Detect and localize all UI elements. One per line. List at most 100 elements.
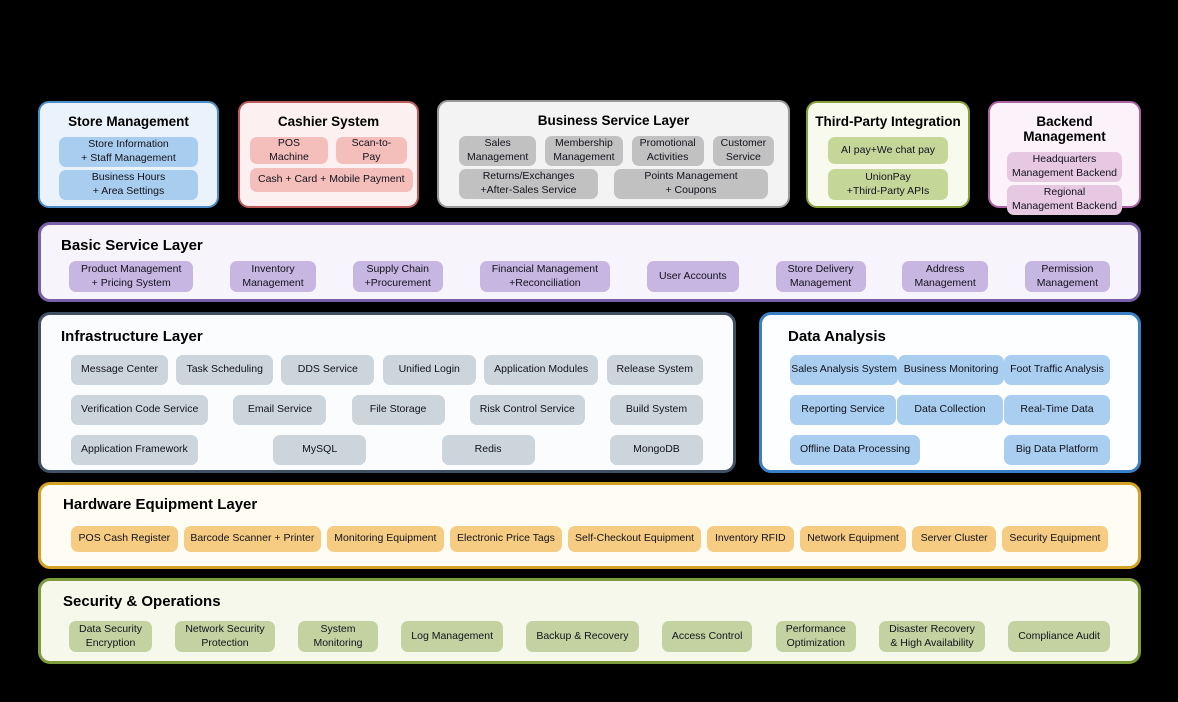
module-chip: Inventory RFID — [706, 526, 794, 552]
module-chip: Sales Management — [459, 136, 537, 166]
module-chip: Performance Optimization — [775, 621, 856, 652]
panel-title: Cashier System — [277, 114, 380, 129]
panel-basic-service-layer: Basic Service Layer Product Management +… — [38, 222, 1141, 302]
panel-hardware-equipment-layer: Hardware Equipment Layer POS Cash Regist… — [38, 482, 1141, 569]
module-chip: Business Monitoring — [898, 355, 1004, 385]
panel-security-operations: Security & Operations Data Security Encr… — [38, 578, 1141, 664]
module-chip: MySQL — [273, 435, 367, 465]
module-chip: Sales Analysis System — [790, 355, 898, 385]
module-chip: Cash + Card + Mobile Payment — [250, 168, 413, 192]
module-chip: Scan-to-Pay — [335, 137, 407, 164]
panel-title: Infrastructure Layer — [61, 328, 203, 345]
module-chip: Message Center — [71, 355, 169, 385]
module-chip: Electronic Price Tags — [449, 526, 563, 552]
module-chip: Headquarters Management Backend — [1007, 152, 1122, 182]
module-chip: Email Service — [233, 395, 327, 425]
module-chip: Security Equipment — [1001, 526, 1108, 552]
module-list: Verification Code Service Email Service Fi… — [71, 395, 703, 425]
module-list: Cash + Card + Mobile Payment — [240, 164, 417, 192]
module-chip: AI pay+We chat pay — [828, 137, 948, 164]
module-chip: Customer Service — [712, 136, 775, 166]
module-chip: Application Framework — [71, 435, 198, 465]
panel-title: Business Service Layer — [537, 113, 690, 128]
module-chip: Compliance Audit — [1008, 621, 1110, 652]
module-list: Offline Data Processing Big Data Platform — [790, 435, 1110, 465]
module-chip: Log Management — [401, 621, 504, 652]
module-chip: DDS Service — [281, 355, 375, 385]
module-chip: Server Cluster — [912, 526, 996, 552]
panel-title: Data Analysis — [788, 328, 886, 345]
module-chip: Foot Traffic Analysis — [1004, 355, 1110, 385]
module-chip: Real-Time Data — [1004, 395, 1110, 425]
module-chip: Barcode Scanner + Printer — [183, 526, 322, 552]
module-chip: Monitoring Equipment — [327, 526, 444, 552]
panel-store-management: Store Management Store Information + Sta… — [38, 101, 219, 208]
module-chip: Reporting Service — [790, 395, 896, 425]
module-chip: Points Management + Coupons — [614, 169, 768, 199]
module-chip: Backup & Recovery — [526, 621, 639, 652]
panel-title: Hardware Equipment Layer — [63, 496, 258, 513]
module-chip: User Accounts — [646, 261, 739, 292]
module-chip: Data Security Encryption — [69, 621, 153, 652]
module-chip: MongoDB — [609, 435, 703, 465]
panel-title: Store Management — [68, 114, 189, 129]
module-chip: System Monitoring — [297, 621, 378, 652]
module-chip: Risk Control Service — [469, 395, 585, 425]
module-chip: Disaster Recovery & High Availability — [879, 621, 985, 652]
module-chip: Task Scheduling — [176, 355, 273, 385]
module-chip: Verification Code Service — [71, 395, 209, 425]
module-chip: Redis — [441, 435, 535, 465]
module-chip: Unified Login — [382, 355, 476, 385]
module-chip: Permission Management — [1024, 261, 1110, 292]
module-chip: POS Cash Register — [71, 526, 178, 552]
module-list: POS Machine Scan-to-Pay — [240, 137, 417, 164]
module-chip: Network Security Protection — [175, 621, 275, 652]
module-chip: Big Data Platform — [1004, 435, 1110, 465]
module-chip: Network Equipment — [799, 526, 907, 552]
module-list: Sales Management Membership Management Pro… — [439, 136, 788, 166]
module-chip: Application Modules — [484, 355, 599, 385]
module-chip: Promotional Activities — [631, 136, 704, 166]
module-chip: Business Hours + Area Settings — [59, 170, 198, 200]
module-list: Returns/Exchanges +After-Sales Service Po… — [439, 166, 788, 199]
module-list: Application Framework MySQL Redis MongoDB — [71, 435, 703, 465]
panel-cashier-system: Cashier System POS Machine Scan-to-Pay Ca… — [238, 101, 419, 208]
module-list: Data Security Encryption Network Security… — [41, 621, 1138, 652]
module-chip: File Storage — [351, 395, 445, 425]
module-chip: Self-Checkout Equipment — [568, 526, 701, 552]
module-chip: Financial Management +Reconciliation — [479, 261, 610, 292]
panel-title: Third-Party Integration — [815, 114, 961, 129]
module-chip: Returns/Exchanges +After-Sales Service — [459, 169, 599, 199]
panel-title: Backend Management — [1023, 114, 1106, 144]
module-chip: Address Management — [902, 261, 988, 292]
panel-backend-management: Backend Management Headquarters Manageme… — [988, 101, 1141, 215]
module-chip: Membership Management — [545, 136, 623, 166]
module-chip: Product Management + Pricing System — [69, 261, 194, 292]
module-chip: POS Machine — [250, 137, 328, 164]
module-chip: Supply Chain +Procurement — [352, 261, 443, 292]
module-chip: Build System — [610, 395, 703, 425]
module-chip: Regional Management Backend — [1007, 185, 1122, 215]
panel-business-service-layer: Business Service Layer Sales Management M… — [437, 100, 790, 208]
module-chip: Access Control — [661, 621, 753, 652]
module-chip: Store Information + Staff Management — [59, 137, 198, 167]
module-chip: Offline Data Processing — [790, 435, 921, 465]
panel-title: Security & Operations — [63, 593, 221, 610]
module-chip: Store Delivery Management — [775, 261, 866, 292]
panel-title: Basic Service Layer — [61, 237, 203, 254]
module-chip: Release System — [606, 355, 703, 385]
module-chip: Data Collection — [897, 395, 1003, 425]
